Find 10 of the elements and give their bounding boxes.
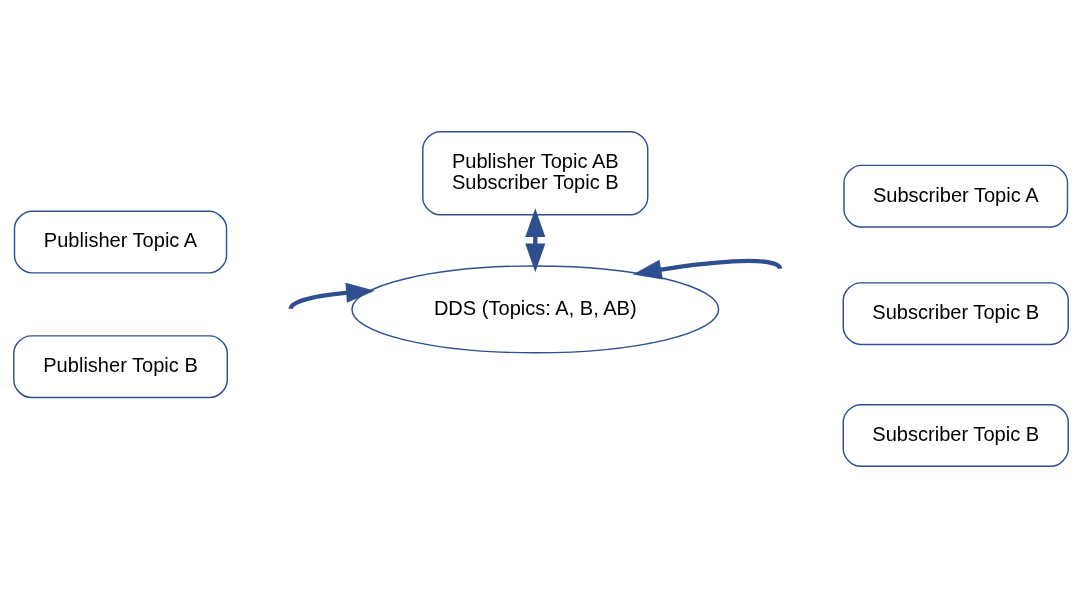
arrow <box>632 258 782 279</box>
node-box: Subscriber Topic A <box>843 164 1069 228</box>
node-ellipse: DDS (Topics: A, B, AB) <box>351 264 720 354</box>
arrow <box>525 207 546 272</box>
node-box: Publisher Topic A <box>13 210 228 274</box>
arrow <box>288 282 375 310</box>
node-box: Subscriber Topic B <box>842 403 1069 467</box>
node-box: Publisher Topic AB Subscriber Topic B <box>422 130 649 216</box>
node-box: Subscriber Topic B <box>842 281 1069 345</box>
node-box: Publisher Topic B <box>13 334 228 398</box>
